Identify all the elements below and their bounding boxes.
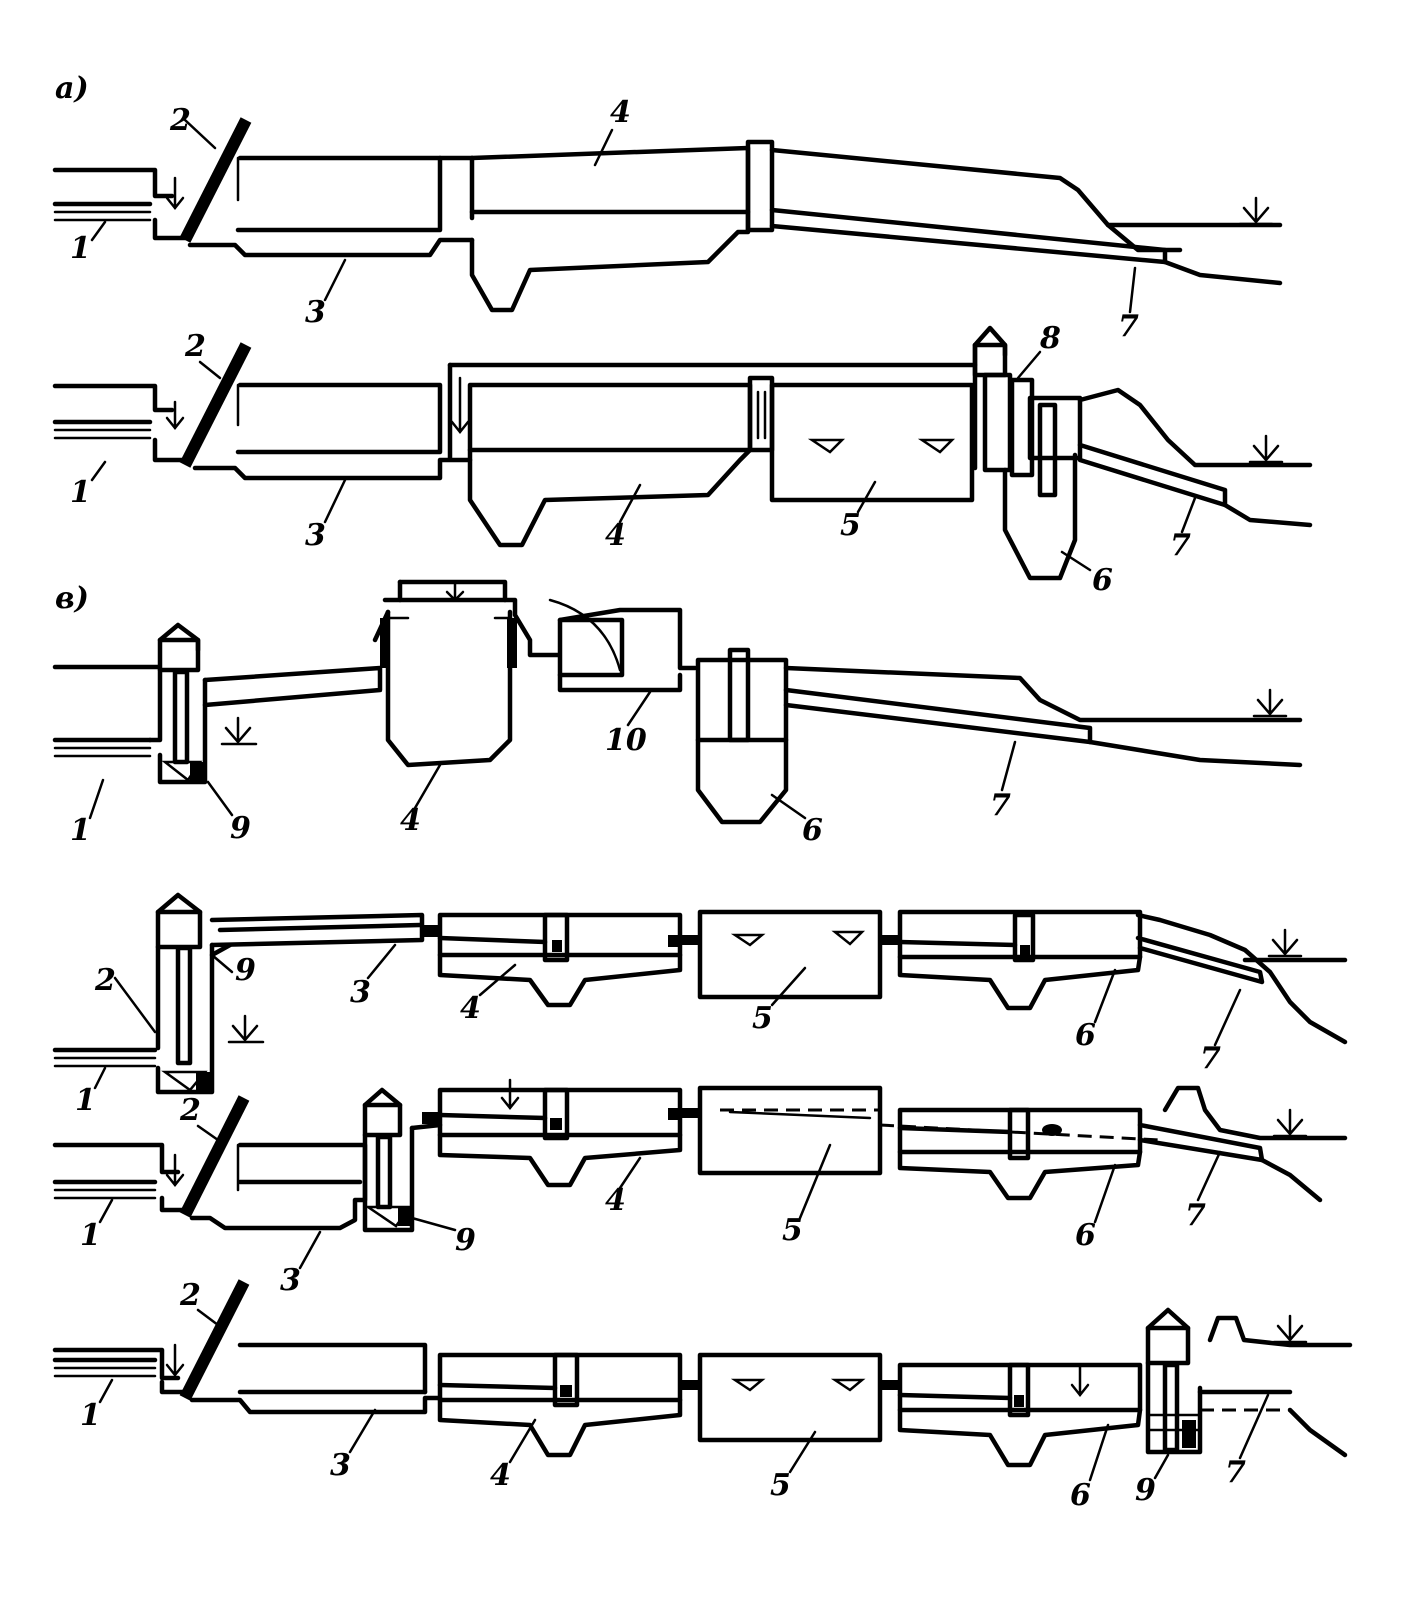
- flow-arrow-icon: [165, 400, 185, 431]
- label-7: 7: [1170, 528, 1191, 563]
- label-8: 8: [1039, 321, 1061, 356]
- screen-bars: [179, 1095, 250, 1218]
- flow-arrow-icon: [165, 176, 185, 211]
- flow-arrow-icon: [165, 1343, 185, 1378]
- label-1: 1: [80, 1398, 101, 1433]
- water-level-icon: [1238, 196, 1274, 226]
- label-7: 7: [1185, 1198, 1206, 1233]
- label-2: 2: [94, 963, 116, 998]
- screen-bars: [179, 117, 252, 243]
- label-5: 5: [752, 1001, 773, 1036]
- label-3: 3: [350, 975, 371, 1010]
- scheme-b1: в): [52, 579, 1303, 848]
- label-6: 6: [1075, 1018, 1096, 1053]
- label-4: 4: [490, 1458, 511, 1493]
- scheme-b3: 2 1 3 9 4 5 6 7: [52, 1078, 1348, 1298]
- screen-bars: [179, 342, 252, 468]
- flow-arrow-icon: [500, 1078, 520, 1111]
- flow-arrow-icon: [445, 580, 465, 602]
- label-1: 1: [80, 1218, 101, 1253]
- scheme-a1: а) 2 1 3 4: [52, 71, 1283, 344]
- label-7: 7: [1225, 1455, 1246, 1490]
- label-4: 4: [605, 518, 626, 553]
- water-level-icon: [1248, 434, 1284, 464]
- label-6: 6: [1070, 1478, 1091, 1513]
- water-level-icon: [1272, 1108, 1308, 1138]
- label-10: 10: [605, 723, 647, 758]
- label-2: 2: [179, 1278, 201, 1313]
- label-9: 9: [455, 1223, 476, 1258]
- scheme-b2: 2 9 1 3 4 5 6 7: [52, 892, 1348, 1118]
- label-2: 2: [179, 1093, 201, 1128]
- label-5: 5: [782, 1213, 803, 1248]
- water-level-icon: [1267, 928, 1303, 958]
- label-3: 3: [280, 1263, 301, 1298]
- water-level-icon: [220, 716, 258, 746]
- scheme-a2: 2 1 3 4 5 8 6 7: [52, 321, 1313, 598]
- label-9: 9: [235, 953, 256, 988]
- label-1: 1: [70, 231, 91, 266]
- label-4: 4: [610, 95, 631, 130]
- label-1: 1: [70, 813, 91, 848]
- section-label-b: в): [55, 581, 89, 616]
- water-level-icon: [1252, 688, 1288, 718]
- label-6: 6: [802, 813, 823, 848]
- label-3: 3: [330, 1448, 351, 1483]
- label-7: 7: [1200, 1041, 1221, 1076]
- label-7: 7: [990, 788, 1011, 823]
- label-9: 9: [230, 811, 251, 846]
- label-1: 1: [75, 1083, 96, 1118]
- screen-bars: [179, 1279, 250, 1401]
- label-6: 6: [1092, 563, 1113, 598]
- label-5: 5: [770, 1468, 791, 1503]
- label-2: 2: [184, 329, 206, 364]
- flow-arrow-icon: [165, 1153, 185, 1188]
- label-3: 3: [305, 518, 326, 553]
- label-4: 4: [460, 991, 481, 1026]
- water-level-icon: [227, 1014, 265, 1044]
- label-2: 2: [169, 103, 191, 138]
- flow-arrow-icon: [450, 376, 470, 435]
- label-5: 5: [840, 508, 861, 543]
- label-4: 4: [400, 803, 421, 838]
- flow-arrow-icon: [1070, 1363, 1090, 1398]
- label-7: 7: [1118, 309, 1139, 344]
- scheme-b4: 2 1 3 4 5 6 9 7: [52, 1278, 1353, 1513]
- section-label-a: а): [55, 71, 89, 106]
- label-1: 1: [70, 475, 91, 510]
- label-9: 9: [1135, 1473, 1156, 1508]
- label-3: 3: [305, 295, 326, 330]
- label-4: 4: [605, 1183, 626, 1218]
- label-6: 6: [1075, 1218, 1096, 1253]
- water-level-icon: [1272, 1314, 1308, 1344]
